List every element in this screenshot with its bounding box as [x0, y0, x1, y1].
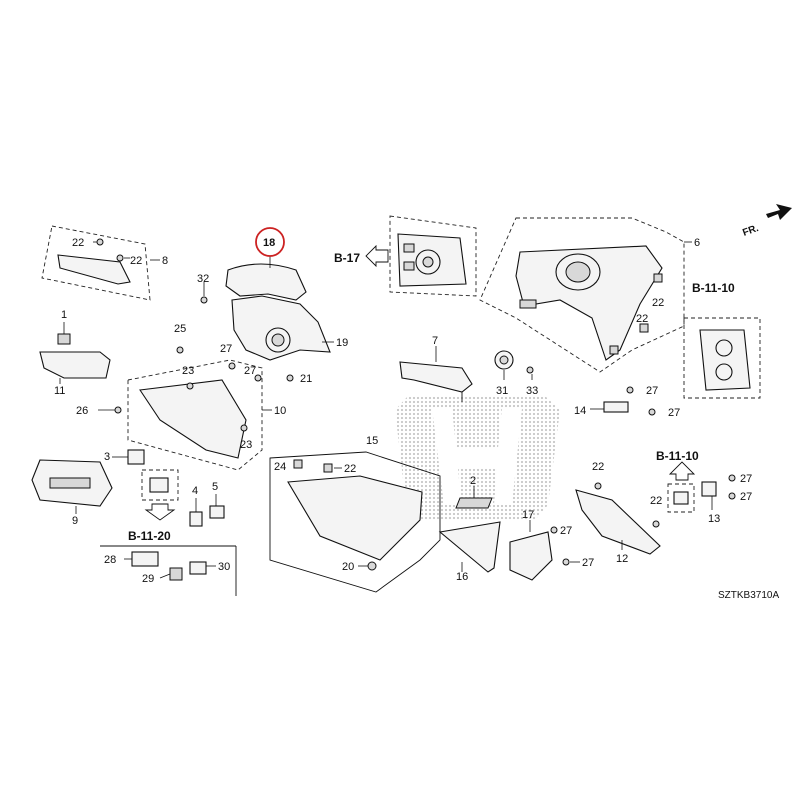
part-number-31: 31 — [496, 385, 508, 397]
honda-logo-watermark — [395, 396, 560, 520]
front-direction-label: FR. — [741, 223, 760, 239]
part-group-8 — [41, 225, 160, 301]
part-group-16 — [438, 521, 501, 573]
part-number-17: 17 — [522, 509, 534, 521]
part-number-22: 22 — [72, 237, 84, 249]
part-number-32: 32 — [197, 273, 209, 285]
part-number-8: 8 — [162, 255, 168, 267]
part-group-2 — [455, 486, 493, 509]
part-number-27: 27 — [668, 407, 680, 419]
part-number-26: 26 — [76, 405, 88, 417]
part-number-22: 22 — [592, 461, 604, 473]
part-group-b17 — [365, 215, 477, 297]
part-number-9: 9 — [72, 515, 78, 527]
part-number-24: 24 — [274, 461, 286, 473]
part-group-28-30 — [100, 545, 237, 596]
part-number-16: 16 — [456, 571, 468, 583]
part-group-17 — [509, 520, 580, 581]
part-number-27: 27 — [560, 525, 572, 537]
part-number-28: 28 — [104, 554, 116, 566]
front-direction-arrow — [766, 204, 792, 220]
part-number-13: 13 — [708, 513, 720, 525]
part-group-9 — [31, 449, 225, 527]
part-number-21: 21 — [300, 373, 312, 385]
part-number-14: 14 — [574, 405, 586, 417]
ref-label-b11-10-top: B-11-10 — [692, 281, 735, 295]
part-number-27: 27 — [582, 557, 594, 569]
part-number-27: 27 — [244, 365, 256, 377]
part-number-22: 22 — [652, 297, 664, 309]
part-number-6: 6 — [694, 237, 700, 249]
part-number-23: 23 — [240, 439, 252, 451]
ref-label-b17: B-17 — [334, 251, 360, 265]
part-group-18-19 — [200, 252, 334, 361]
part-number-2: 2 — [470, 475, 476, 487]
part-number-23: 23 — [182, 365, 194, 377]
part-number-3: 3 — [104, 451, 110, 463]
part-number-27: 27 — [740, 491, 752, 503]
part-number-29: 29 — [142, 573, 154, 585]
diagram-code: SZTKB3710A — [718, 590, 779, 601]
part-number-19: 19 — [336, 337, 348, 349]
part-number-33: 33 — [526, 385, 538, 397]
ref-label-b11-10-bottom: B-11-10 — [656, 449, 699, 463]
part-number-10: 10 — [274, 405, 286, 417]
part-group-11 — [39, 322, 111, 384]
part-group-6 — [479, 217, 692, 373]
part-number-18: 18 — [263, 237, 275, 249]
part-number-1: 1 — [61, 309, 67, 321]
part-number-27: 27 — [740, 473, 752, 485]
part-number-25: 25 — [174, 323, 186, 335]
part-number-20: 20 — [342, 561, 354, 573]
part-number-27: 27 — [220, 343, 232, 355]
part-number-12: 12 — [616, 553, 628, 565]
part-group-7 — [399, 346, 534, 402]
part-group-12 — [575, 482, 661, 555]
part-number-22: 22 — [130, 255, 142, 267]
part-number-15: 15 — [366, 435, 378, 447]
part-group-b11-10-bottom — [667, 461, 736, 513]
part-group-b11-10-top — [590, 317, 761, 416]
part-number-7: 7 — [432, 335, 438, 347]
part-number-27: 27 — [646, 385, 658, 397]
part-number-30: 30 — [218, 561, 230, 573]
part-number-22: 22 — [344, 463, 356, 475]
part-group-10 — [98, 346, 294, 471]
ref-label-b11-20: B-11-20 — [128, 529, 171, 543]
part-number-11: 11 — [54, 385, 65, 397]
part-number-22: 22 — [636, 313, 648, 325]
part-number-4: 4 — [192, 485, 198, 497]
part-group-15 — [269, 451, 441, 593]
highlight-circle — [255, 227, 285, 257]
part-number-22: 22 — [650, 495, 662, 507]
part-number-5: 5 — [212, 481, 218, 493]
